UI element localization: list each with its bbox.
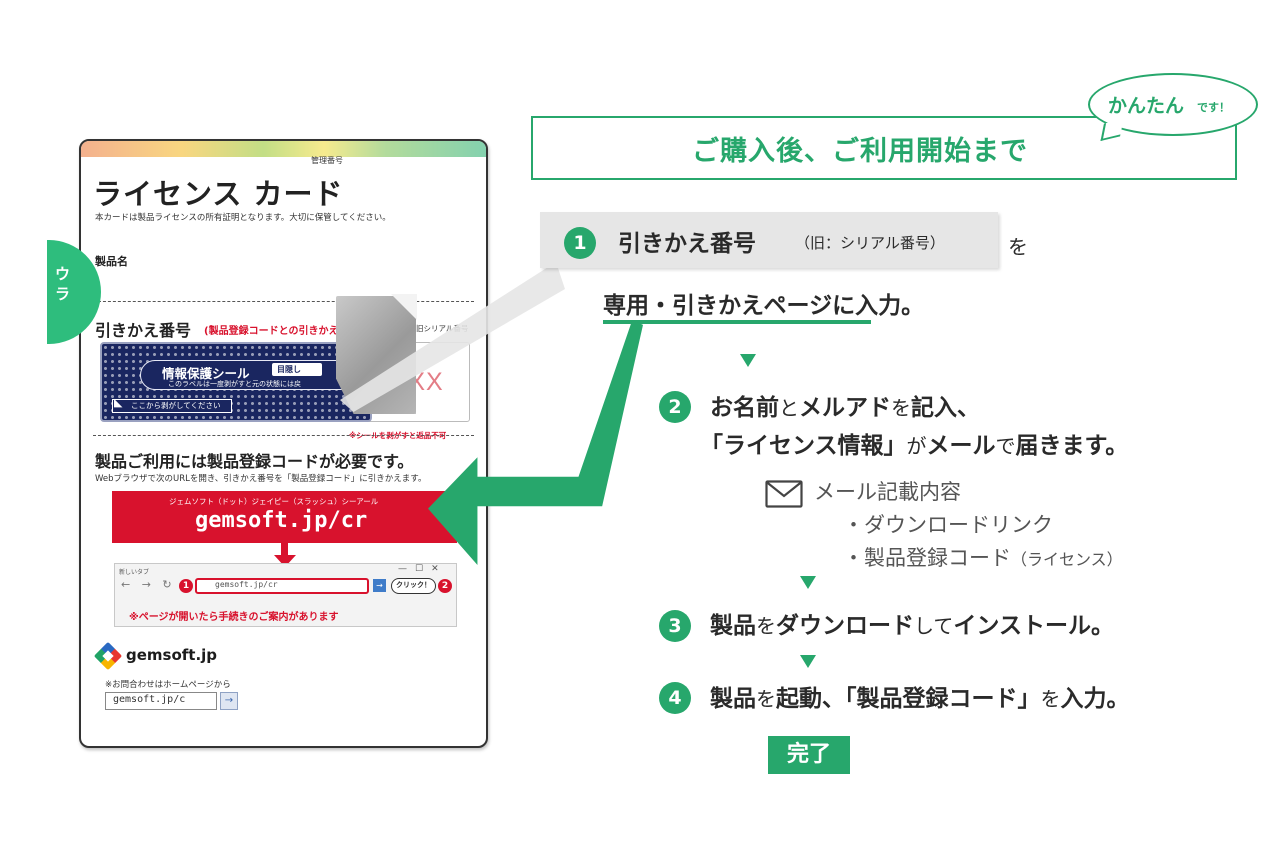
step-2-part: 「ライセンス情報」 <box>700 433 907 459</box>
step-2-part: 記入、 <box>911 395 980 421</box>
step-3-part: ダウンロード <box>776 613 914 639</box>
step-1-sub: （旧：シリアル番号） <box>795 234 945 252</box>
step-down-triangle-icon <box>740 354 756 367</box>
step-2-part: お名前 <box>710 395 779 421</box>
step-3-part: インストール。 <box>953 613 1114 639</box>
seal-banner <box>140 360 360 390</box>
browser-instruction: Webブラウザで次のURLを開き、引きかえ番号を「製品登録コード」に引きかえます… <box>95 474 427 484</box>
step-2-part: で <box>995 434 1016 458</box>
inquiry-note: ※お問合わせはホームページから <box>105 680 231 690</box>
browser-illustration: 新しいタブ —☐✕ ← → ↻ 1 gemsoft.jp/cr → クリック！ … <box>114 563 457 627</box>
exchange-number-sub: (製品登録コードとの引きかえ <box>204 326 339 337</box>
homepage-field[interactable] <box>105 692 217 710</box>
serial-number-label: 旧シリアル番号 <box>416 324 469 333</box>
complete-badge: 完了 <box>768 736 850 774</box>
mail-item-registration-code: ・製品登録コード（ライセンス） <box>843 542 1123 572</box>
license-card: 管理番号 ライセンス カード 本カードは製品ライセンスの所有証明となります。大切… <box>79 139 488 748</box>
divider <box>93 435 474 436</box>
step-1-particle: を <box>1008 235 1028 259</box>
step-1-number: 1 <box>564 227 596 259</box>
browser-step-1-marker: 1 <box>179 579 193 593</box>
step-3-text: 製品をダウンロードしてインストール。 <box>710 606 1114 640</box>
step-2-line1: お名前とメルアドを記入、 <box>710 388 980 422</box>
down-arrow-icon <box>281 543 288 557</box>
browser-tab: 新しいタブ <box>119 569 150 576</box>
go-button[interactable]: → <box>373 579 386 592</box>
click-callout: クリック！ <box>391 578 436 594</box>
registration-required-heading: 製品ご利用には製品登録コードが必要です。 <box>95 452 414 471</box>
homepage-go-button[interactable]: → <box>220 692 238 710</box>
management-number-label: 管理番号 <box>311 156 343 165</box>
header-title: ご購入後、ご利用開始まで <box>692 136 1028 167</box>
card-note: 本カードは製品ライセンスの所有証明となります。大切に保管してください。 <box>95 213 391 223</box>
step-2-part: と <box>779 396 799 420</box>
step-1-box <box>540 212 998 268</box>
mail-item-2-sub: （ライセンス） <box>1011 550 1123 569</box>
step-4-part: 起動、「製品登録コード」 <box>776 686 1041 712</box>
step-3-number: 3 <box>659 610 691 642</box>
step-3-part: を <box>756 614 776 638</box>
seal-peel-here: ここから剥がしてください <box>112 399 232 413</box>
back-side-label: ウラ <box>55 265 71 303</box>
browser-nav-icons: ← → ↻ <box>121 578 176 591</box>
address-bar[interactable] <box>195 578 369 594</box>
window-controls-icon: —☐✕ <box>398 564 447 574</box>
card-title: ライセンス カード <box>93 177 344 211</box>
step-2-part: を <box>891 396 911 420</box>
bubble-small-text: です！ <box>1197 101 1230 114</box>
step-2-part: 届きます。 <box>1015 433 1129 459</box>
step-4-part: を <box>1040 687 1061 711</box>
mail-item-download-link: ・ダウンロードリンク <box>843 513 1053 537</box>
step-2-part: が <box>906 434 927 458</box>
mail-icon <box>765 480 803 508</box>
step-1-line2: 専用・引きかえページに入力。 <box>603 293 925 319</box>
card-rainbow-strip <box>81 141 486 157</box>
url-reading: ジェムソフト（ドット）ジェイピー（スラッシュ）シーアール <box>169 497 379 506</box>
seal-title: 情報保護シール <box>162 366 250 381</box>
step-4-number: 4 <box>659 682 691 714</box>
mail-contents-title: メール記載内容 <box>814 480 961 504</box>
step-4-text: 製品を起動、「製品登録コード」を入力。 <box>710 679 1130 713</box>
step-2-number: 2 <box>659 391 691 423</box>
step-3-part: して <box>914 614 954 638</box>
brand-name: gemsoft.jp <box>126 646 218 664</box>
bubble-main-text: かんたん <box>1108 95 1185 117</box>
step-4-part: 製品 <box>710 686 756 712</box>
step-2-line2: 「ライセンス情報」がメールで届きます。 <box>700 426 1128 460</box>
step-down-triangle-icon <box>800 655 816 668</box>
step-4-part: を <box>756 687 776 711</box>
step-1-underline <box>603 320 871 324</box>
registration-url[interactable]: gemsoft.jp/cr <box>195 508 368 533</box>
browser-step-2-marker: 2 <box>438 579 452 593</box>
step-1-main: 引きかえ番号 <box>618 231 756 257</box>
mail-item-2-text: ・製品登録コード <box>843 546 1011 570</box>
homepage-url: gemsoft.jp/c <box>113 694 186 705</box>
seal-description: このラベルは一度剥がすと元の状態には戻 <box>168 380 301 388</box>
step-2-part: メール <box>926 433 996 459</box>
peel-arrow-icon: ◣ <box>114 396 123 409</box>
product-name-label: 製品名 <box>95 255 128 268</box>
speech-bubble <box>1088 73 1258 136</box>
step-4-part: 入力。 <box>1060 686 1130 712</box>
privacy-seal[interactable]: 情報保護シール 目隠し このラベルは一度剥がすと元の状態には戻 ここから剥がして… <box>100 342 372 422</box>
address-bar-text: gemsoft.jp/cr <box>215 580 278 589</box>
divider <box>93 301 474 302</box>
page-opened-note: ※ページが開いたら手続きのご案内があります <box>129 612 339 623</box>
step-down-triangle-icon <box>800 576 816 589</box>
step-2-part: メルアド <box>799 395 891 421</box>
exchange-number-label: 引きかえ番号 <box>95 321 192 340</box>
url-banner <box>112 491 457 543</box>
seal-badge: 目隠し <box>272 363 322 376</box>
step-3-part: 製品 <box>710 613 756 639</box>
